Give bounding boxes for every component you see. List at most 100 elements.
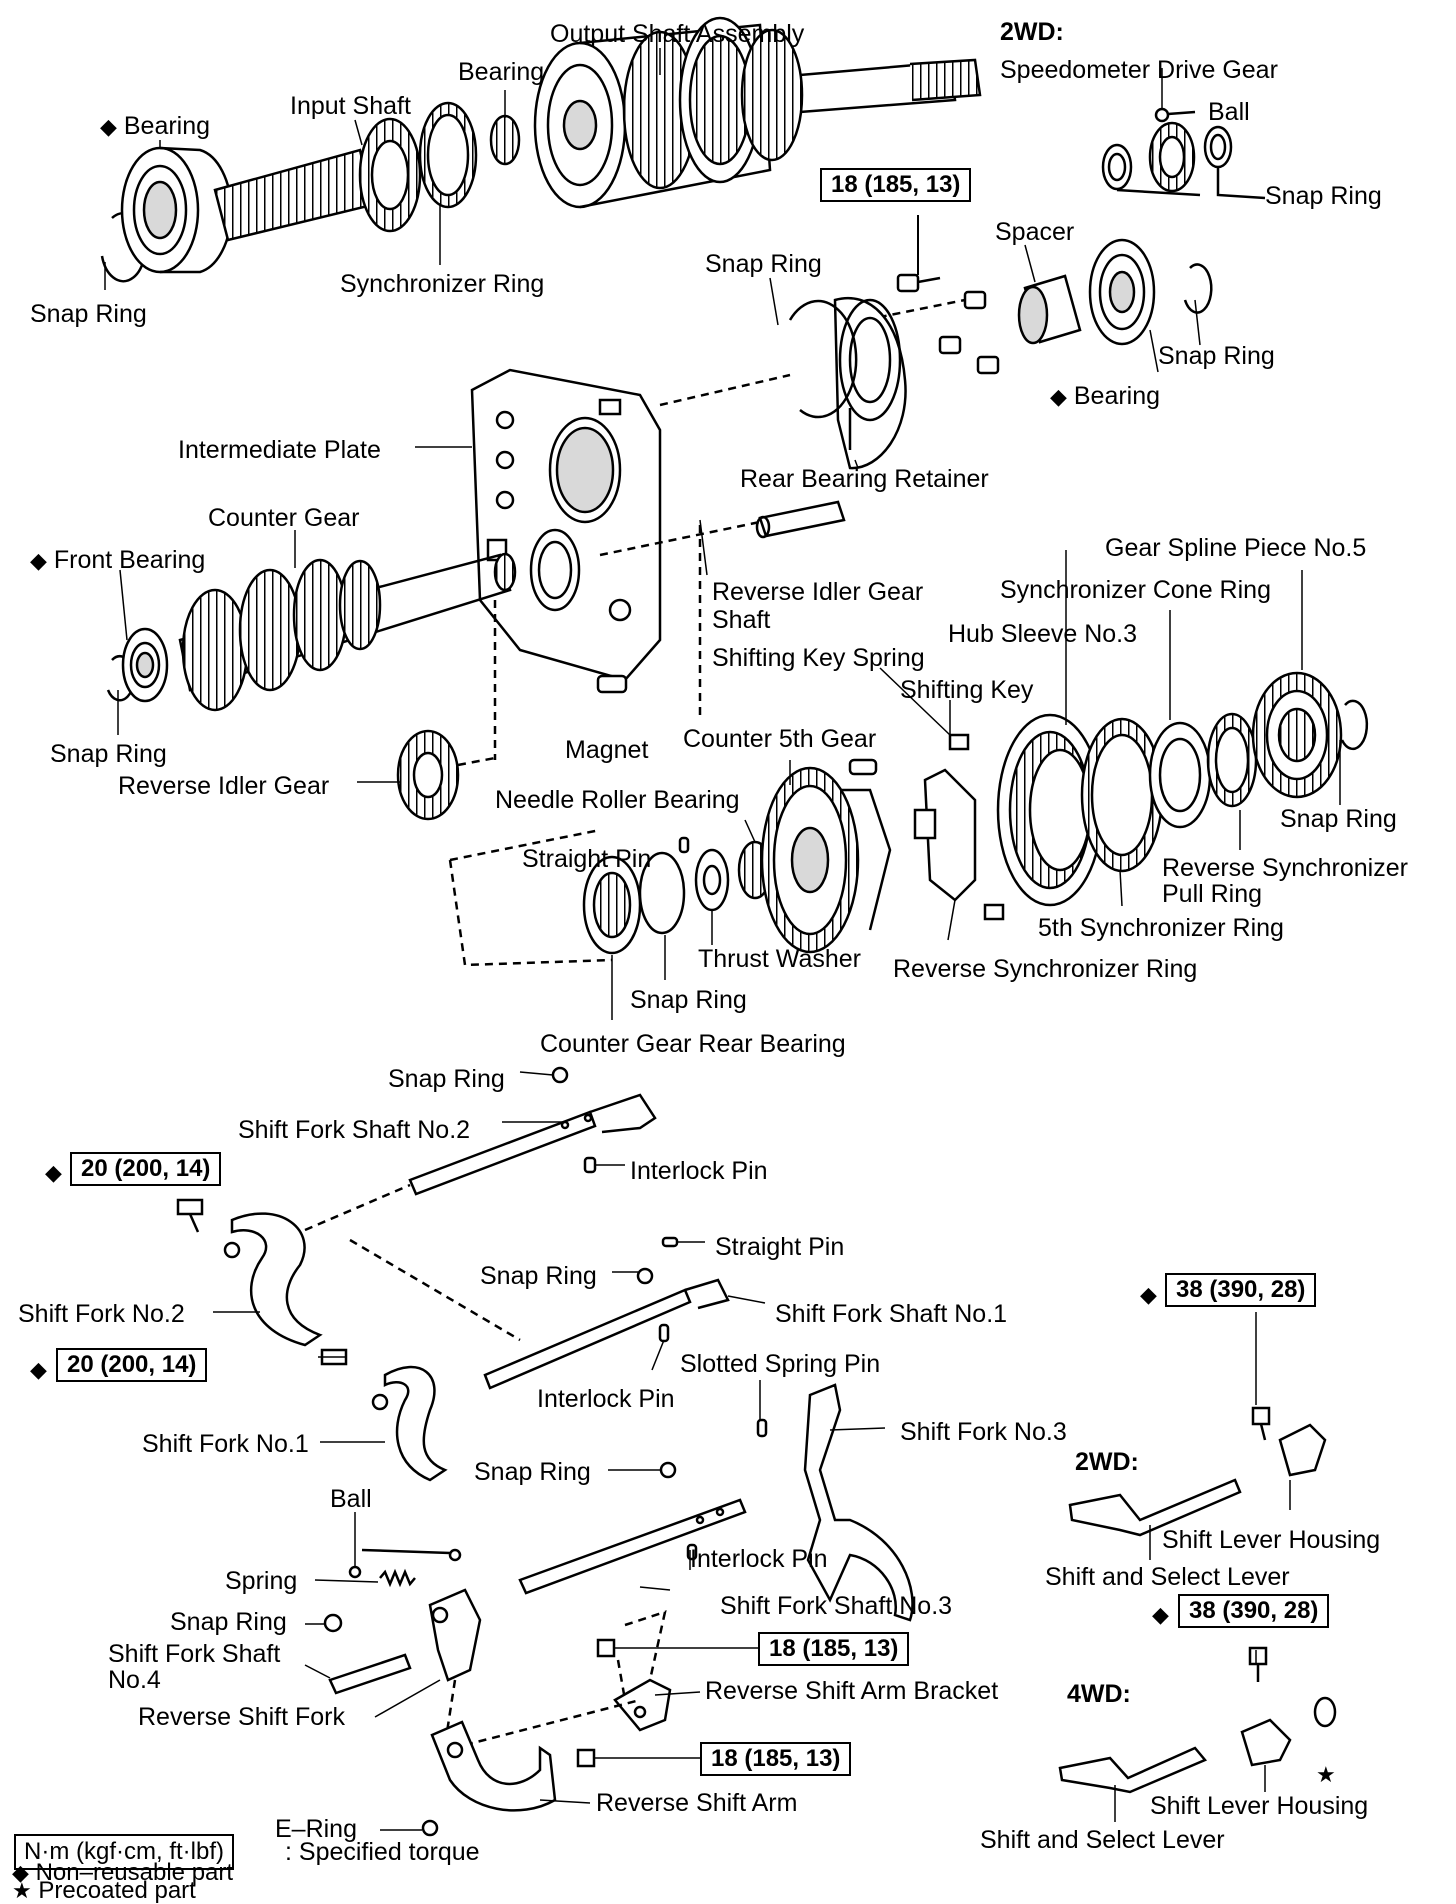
label-snap-ring-shaft1: Snap Ring: [480, 1262, 597, 1290]
spring-part: [379, 1568, 416, 1588]
label-front-bearing-text: Front Bearing: [53, 546, 206, 574]
reverse-shift-arm-part: [430, 1720, 557, 1812]
label-snap-ring-counter: Snap Ring: [50, 740, 167, 768]
shift-fork-shaft-no1-part: [483, 1278, 730, 1390]
reverse-idler-gear: [396, 729, 460, 821]
label-4wd: 4WD:: [1067, 1680, 1131, 1708]
dash-bracket: [616, 1610, 667, 1701]
reverse-shift-arm-bracket-part: [613, 1678, 672, 1732]
label-spacer: Spacer: [995, 218, 1075, 246]
label-e-ring: E–Ring: [275, 1815, 357, 1843]
label-reverse-idler-gear-shaft-line2: Shaft: [712, 606, 771, 634]
label-shift-select-lever-4wd: Shift and Select Lever: [980, 1826, 1225, 1854]
shift-fork-no2-part: [223, 1212, 323, 1347]
label-housing-2wd-torque-mark: ◆: [1140, 1280, 1157, 1309]
label-ball-top: Ball: [1208, 98, 1250, 126]
label-slotted-spring-pin: Slotted Spring Pin: [680, 1350, 881, 1378]
label-sync-cone-ring: Synchronizer Cone Ring: [1000, 576, 1271, 604]
snap-ring-fork2-part: [551, 1066, 569, 1084]
label-intermediate-plate: Intermediate Plate: [178, 436, 381, 464]
label-snap-ring-fork2: Snap Ring: [388, 1065, 505, 1093]
torque-box-housing-2wd: 38 (390, 28): [1165, 1273, 1317, 1307]
non-reusable-mark: ◆: [12, 1860, 29, 1885]
shift-fork-no1-part: [371, 1365, 448, 1482]
intermediate-plate: [470, 368, 662, 682]
shift-fork-shaft-no4-part: [328, 1653, 412, 1695]
label-bearing-right: ◆ Bearing: [1050, 382, 1160, 411]
label-shift-lever-housing-2wd: Shift Lever Housing: [1162, 1526, 1381, 1554]
label-reverse-idler-gear: Reverse Idler Gear: [118, 772, 330, 800]
label-reverse-shift-fork: Reverse Shift Fork: [138, 1703, 346, 1731]
front-bearing: [121, 627, 169, 703]
interlock-pin-upper-part: [583, 1156, 597, 1174]
label-shift-fork-no1: Shift Fork No.1: [142, 1430, 309, 1458]
label-gear-spline-piece: Gear Spline Piece No.5: [1105, 534, 1367, 562]
legend-unit-box: N·m (kgf·cm, ft·lbf): [14, 1834, 234, 1870]
label-counter-gear: Counter Gear: [208, 504, 360, 532]
label-bearing-upper: Bearing: [458, 58, 545, 86]
dash-fork2-fork1: [349, 1238, 521, 1342]
interlock-pin-lower-part: [686, 1543, 698, 1561]
label-snap-ring-lower-mid: Snap Ring: [630, 986, 747, 1014]
label-fork2-bolt: ◆: [45, 1158, 62, 1187]
label-bearing-left-text: Bearing: [123, 112, 211, 140]
label-precoated-mark: ★: [1316, 1760, 1336, 1789]
precoated-mark: ★: [12, 1878, 32, 1903]
label-bearing-left: ◆ Bearing: [100, 112, 210, 141]
legend-precoated: ★ Precoated part: [12, 1877, 196, 1904]
label-shift-lever-housing-4wd: Shift Lever Housing: [1150, 1792, 1369, 1820]
non-reusable-mark: ◆: [1140, 1282, 1157, 1307]
hub-sleeve: [996, 713, 1104, 907]
output-shaft-assembly: [533, 16, 982, 209]
housing-4wd-bolt: [1248, 1646, 1268, 1682]
label-reverse-sync-pull-ring-line2: Pull Ring: [1162, 880, 1263, 908]
snap-ring-gear-spline: [1340, 699, 1369, 751]
label-ball-lower: Ball: [330, 1485, 372, 1513]
label-interlock-pin-upper: Interlock Pin: [630, 1157, 768, 1185]
shift-fork-shaft-no2: [408, 1093, 657, 1196]
label-reverse-sync-ring: Reverse Synchronizer Ring: [893, 955, 1198, 983]
label-snap-ring-gear-spline: Snap Ring: [1280, 805, 1397, 833]
fork2-bolt: [176, 1198, 204, 1233]
counter-gear: [178, 552, 517, 712]
reverse-synchronizer-pull-ring: [1206, 712, 1258, 808]
snap-ring-lower-mid: [638, 851, 686, 935]
synchronizer-ring-upper: [418, 101, 478, 209]
magnet: [596, 674, 628, 694]
non-reusable-mark: ◆: [30, 1357, 47, 1382]
dash-fork2-shaft2: [304, 1183, 411, 1232]
slotted-spring-pin-part: [756, 1418, 768, 1438]
dash-idler-link: [457, 756, 496, 767]
snap-ring-fork4-part: [323, 1613, 343, 1633]
legend-precoated-text: Precoated part: [38, 1877, 196, 1904]
label-front-bearing: ◆ Front Bearing: [30, 546, 205, 575]
label-shifting-key: Shifting Key: [900, 676, 1034, 704]
label-shift-fork-shaft-no3: Shift Fork Shaft No.3: [720, 1592, 953, 1620]
snap-ring-right: [1183, 263, 1213, 314]
needle-bearing-upper: [489, 114, 521, 166]
label-snap-ring-right: Snap Ring: [1158, 342, 1275, 370]
label-thrust-washer: Thrust Washer: [698, 945, 862, 973]
reverse-shift-fork-part: [428, 1588, 482, 1682]
housing-2wd-bolt: [1251, 1406, 1271, 1441]
legend-unit-desc: : Specified torque: [285, 1838, 480, 1866]
label-shift-fork-shaft-no1: Shift Fork Shaft No.1: [775, 1300, 1008, 1328]
label-shift-fork-no3: Shift Fork No.3: [900, 1418, 1067, 1446]
label-straight-pin-mid: Straight Pin: [522, 845, 652, 873]
shift-lever-housing-2wd-part: [1278, 1423, 1327, 1477]
snap-ring-shaft1-part: [636, 1267, 654, 1285]
label-shift-select-lever-2wd: Shift and Select Lever: [1045, 1563, 1290, 1591]
label-synchronizer-ring: Synchronizer Ring: [340, 270, 545, 298]
reverse-idler-gear-shaft: [755, 500, 846, 539]
leader-lines: [104, 48, 1341, 1831]
precoated-ring-part: [1313, 1696, 1337, 1728]
torque-box-housing-4wd: 38 (390, 28): [1178, 1594, 1330, 1628]
dash-fork-arm-vertical: [443, 1679, 457, 1746]
label-snap-ring-top-right: Snap Ring: [1265, 182, 1382, 210]
shift-select-lever-4wd-part: [1058, 1746, 1208, 1794]
interlock-pin-mid-part: [658, 1323, 670, 1343]
label-2wd-top: 2WD:: [1000, 18, 1064, 46]
non-reusable-mark: ◆: [45, 1160, 62, 1185]
torque-box-fork2-bolt: 20 (200, 14): [70, 1152, 222, 1186]
label-rear-bearing-retainer: Rear Bearing Retainer: [740, 465, 989, 493]
